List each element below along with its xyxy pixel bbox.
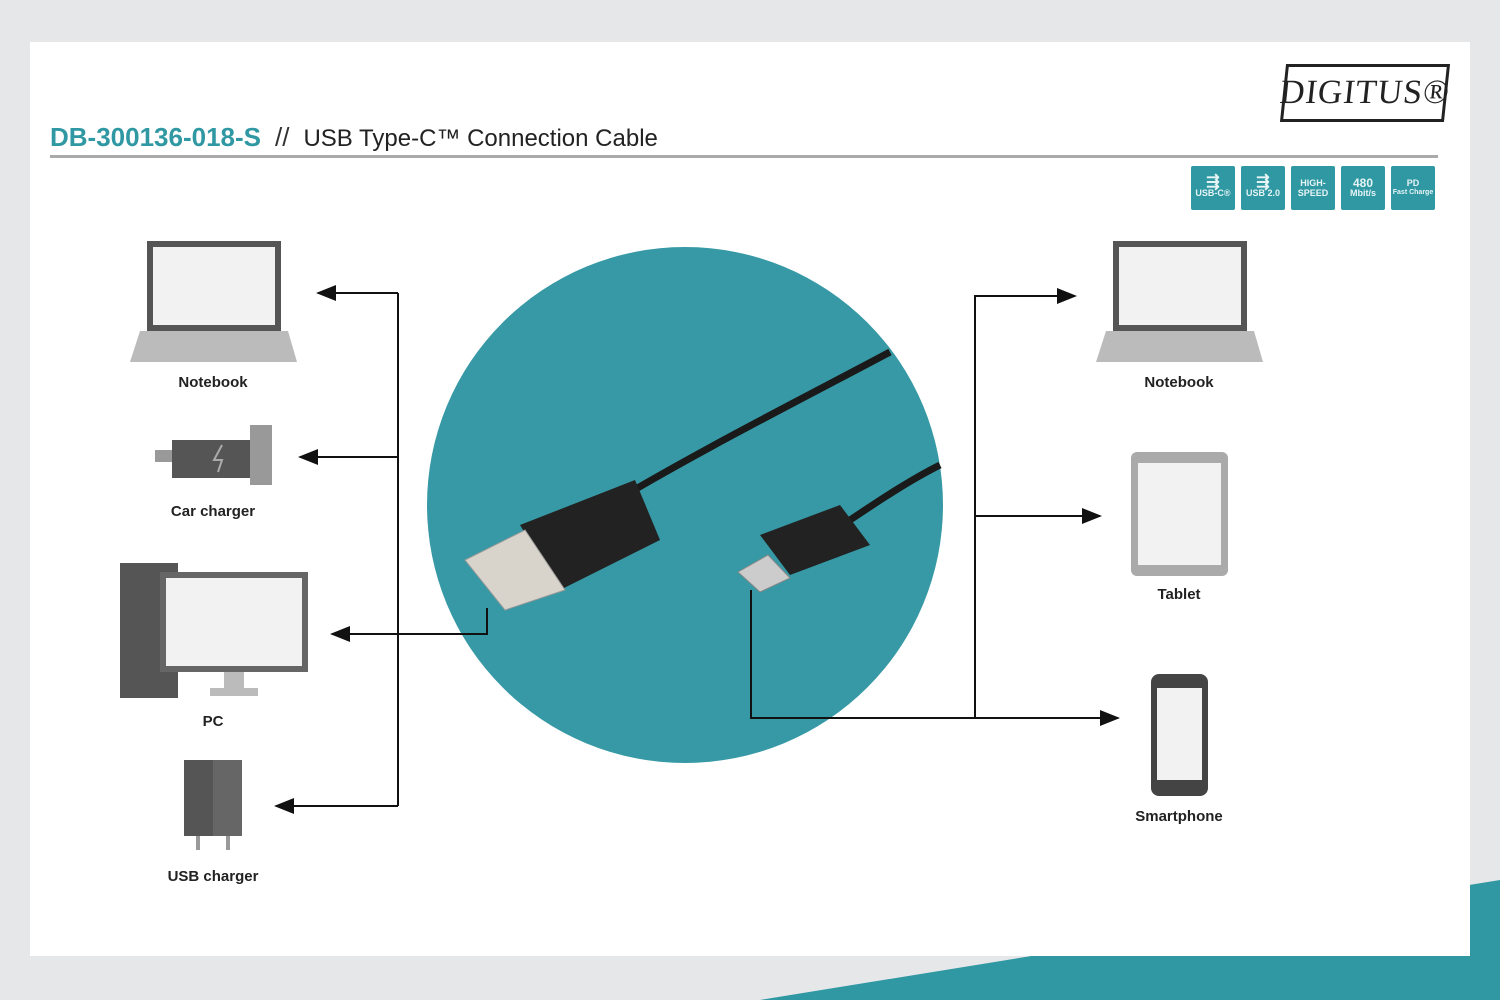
badge-label: USB-C® xyxy=(1195,188,1231,198)
product-code: DB-300136-018-S xyxy=(50,122,262,152)
pc-icon xyxy=(120,563,308,698)
label-notebook-left: Notebook xyxy=(178,374,248,391)
product-title: USB Type-C™ Connection Cable xyxy=(303,125,658,152)
notebook-icon-right xyxy=(1096,241,1263,362)
badge-label: PD xyxy=(1406,178,1420,188)
tablet-icon xyxy=(1131,452,1228,576)
usb-c-plug xyxy=(737,554,791,593)
title-divider xyxy=(50,155,1438,158)
usb-version-badge: ⇶USB 2.0 xyxy=(1241,166,1285,210)
usb-a-housing xyxy=(520,480,660,590)
label-tablet: Tablet xyxy=(1157,586,1201,603)
car-charger-icon xyxy=(155,425,272,485)
label-smartphone: Smartphone xyxy=(1135,808,1223,825)
high-speed-badge: HIGH-SPEED xyxy=(1291,166,1335,210)
label-car-charger: Car charger xyxy=(170,503,256,520)
usb-cable xyxy=(464,348,942,611)
label-notebook-right: Notebook xyxy=(1144,374,1214,391)
usb-icon: ⇶ xyxy=(1256,174,1270,191)
usb-charger-icon xyxy=(184,760,242,850)
usb-c-housing xyxy=(760,505,870,575)
label-usb-charger: USB charger xyxy=(167,868,259,885)
connector-lines xyxy=(274,285,1120,814)
badge-unit: Mbit/s xyxy=(1350,188,1376,198)
page-title: DB-300136-018-S // USB Type-C™ Connection … xyxy=(50,122,658,153)
notebook-icon-left xyxy=(130,241,297,362)
badge-label: USB 2.0 xyxy=(1245,188,1280,198)
usb-icon: ⇶ xyxy=(1206,174,1220,191)
smartphone-icon xyxy=(1151,674,1208,796)
badge-label: HIGH-SPEED xyxy=(1297,178,1329,198)
usb-c-badge: ⇶USB-C® xyxy=(1191,166,1235,210)
label-pc: PC xyxy=(202,713,224,730)
usb-a-plug xyxy=(464,529,566,611)
product-circle xyxy=(427,247,943,763)
badge-sub: Fast Charge xyxy=(1392,189,1434,196)
badge-label: 480 xyxy=(1352,176,1374,190)
title-separator: // xyxy=(275,122,290,152)
